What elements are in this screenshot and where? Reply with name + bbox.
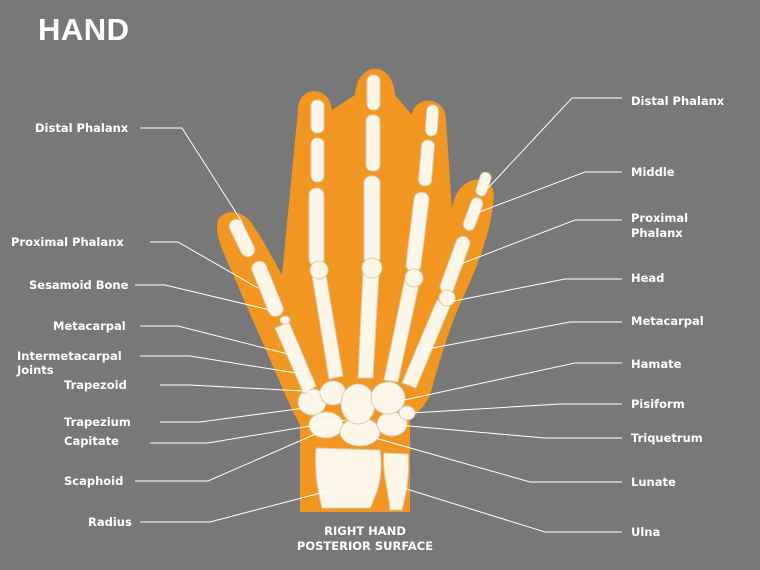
- leader-right-head: [448, 278, 622, 303]
- leader-right-ulna: [399, 486, 622, 533]
- label-scaphoid: Scaphoid: [64, 474, 124, 488]
- thumb-distal-phalanx: [228, 218, 256, 258]
- label-hamate: Hamate: [631, 357, 682, 371]
- label-triquetrum: Triquetrum: [631, 431, 703, 445]
- caption: RIGHT HAND POSTERIOR SURFACE: [270, 524, 460, 554]
- leader-left-intermetacarpal: [140, 355, 303, 375]
- leader-right-lunate: [367, 435, 622, 483]
- ulna-bone: [383, 452, 409, 511]
- label-left-proximal-phalanx: Proximal Phalanx: [11, 235, 124, 249]
- leader-right-pisiform: [411, 403, 622, 414]
- middle-middle-phalanx: [365, 114, 381, 172]
- index-head: [309, 260, 329, 280]
- leader-right-middle: [473, 171, 622, 215]
- label-radius: Radius: [88, 515, 132, 529]
- index-middle-phalanx: [310, 137, 325, 183]
- thumb-proximal-phalanx: [251, 260, 284, 317]
- label-intermetacarpal-line1: Intermetacarpal: [17, 349, 122, 363]
- leader-right-triquetrum: [397, 424, 622, 439]
- middle-proximal-phalanx: [363, 175, 381, 265]
- label-trapezoid: Trapezoid: [64, 378, 127, 392]
- sesamoid-bone: [279, 315, 291, 325]
- leader-left-proximal-phalanx: [150, 241, 259, 289]
- label-ulna: Ulna: [631, 525, 661, 539]
- label-middle: Middle: [631, 165, 675, 179]
- label-head: Head: [631, 271, 665, 285]
- leader-right-proximal: [457, 219, 622, 266]
- little-middle-phalanx: [462, 197, 484, 231]
- caption-line1: RIGHT HAND: [324, 524, 406, 538]
- capitate-bone: [340, 383, 376, 425]
- leader-right-metacarpal: [421, 321, 622, 351]
- label-right-metacarpal: Metacarpal: [631, 314, 704, 328]
- label-pisiform: Pisiform: [631, 397, 685, 411]
- ring-middle-phalanx: [418, 139, 435, 187]
- leader-right-distal-phalanx: [487, 97, 622, 189]
- label-proximal-line2: Phalanx: [631, 226, 683, 240]
- index-distal-phalanx: [310, 99, 325, 134]
- label-left-metacarpal: Metacarpal: [53, 319, 126, 333]
- middle-distal-phalanx: [366, 74, 381, 111]
- middle-head: [361, 257, 383, 279]
- radius-bone: [315, 447, 382, 509]
- ring-distal-phalanx: [424, 104, 440, 137]
- label-capitate: Capitate: [64, 434, 119, 448]
- label-right-distal-phalanx: Distal Phalanx: [631, 94, 725, 108]
- little-distal-phalanx: [475, 171, 492, 197]
- label-trapezium: Trapezium: [64, 415, 131, 429]
- label-left-distal-phalanx: Distal Phalanx: [35, 121, 129, 135]
- label-intermetacarpal-line2: Joints: [17, 363, 54, 377]
- ring-head: [404, 268, 424, 288]
- caption-line2: POSTERIOR SURFACE: [296, 539, 434, 553]
- label-lunate: Lunate: [631, 475, 676, 489]
- label-sesamoid-bone: Sesamoid Bone: [29, 278, 129, 292]
- leader-left-distal-phalanx: [140, 127, 243, 223]
- hamate-bone: [370, 381, 406, 415]
- leader-right-hamate: [394, 362, 622, 403]
- page-title: HAND: [38, 12, 130, 47]
- index-proximal-phalanx: [308, 187, 325, 267]
- leader-lines: [135, 97, 622, 533]
- leader-left-radius: [140, 489, 333, 523]
- label-proximal-line1: Proximal: [631, 211, 689, 225]
- leader-left-capitate: [150, 419, 347, 444]
- little-head: [438, 289, 456, 307]
- leader-left-trapezium: [160, 407, 306, 423]
- leader-left-sesamoid: [135, 284, 271, 311]
- leader-left-scaphoid: [135, 432, 319, 482]
- leader-left-trapezoid: [160, 384, 323, 393]
- leader-left-metacarpal: [140, 325, 293, 356]
